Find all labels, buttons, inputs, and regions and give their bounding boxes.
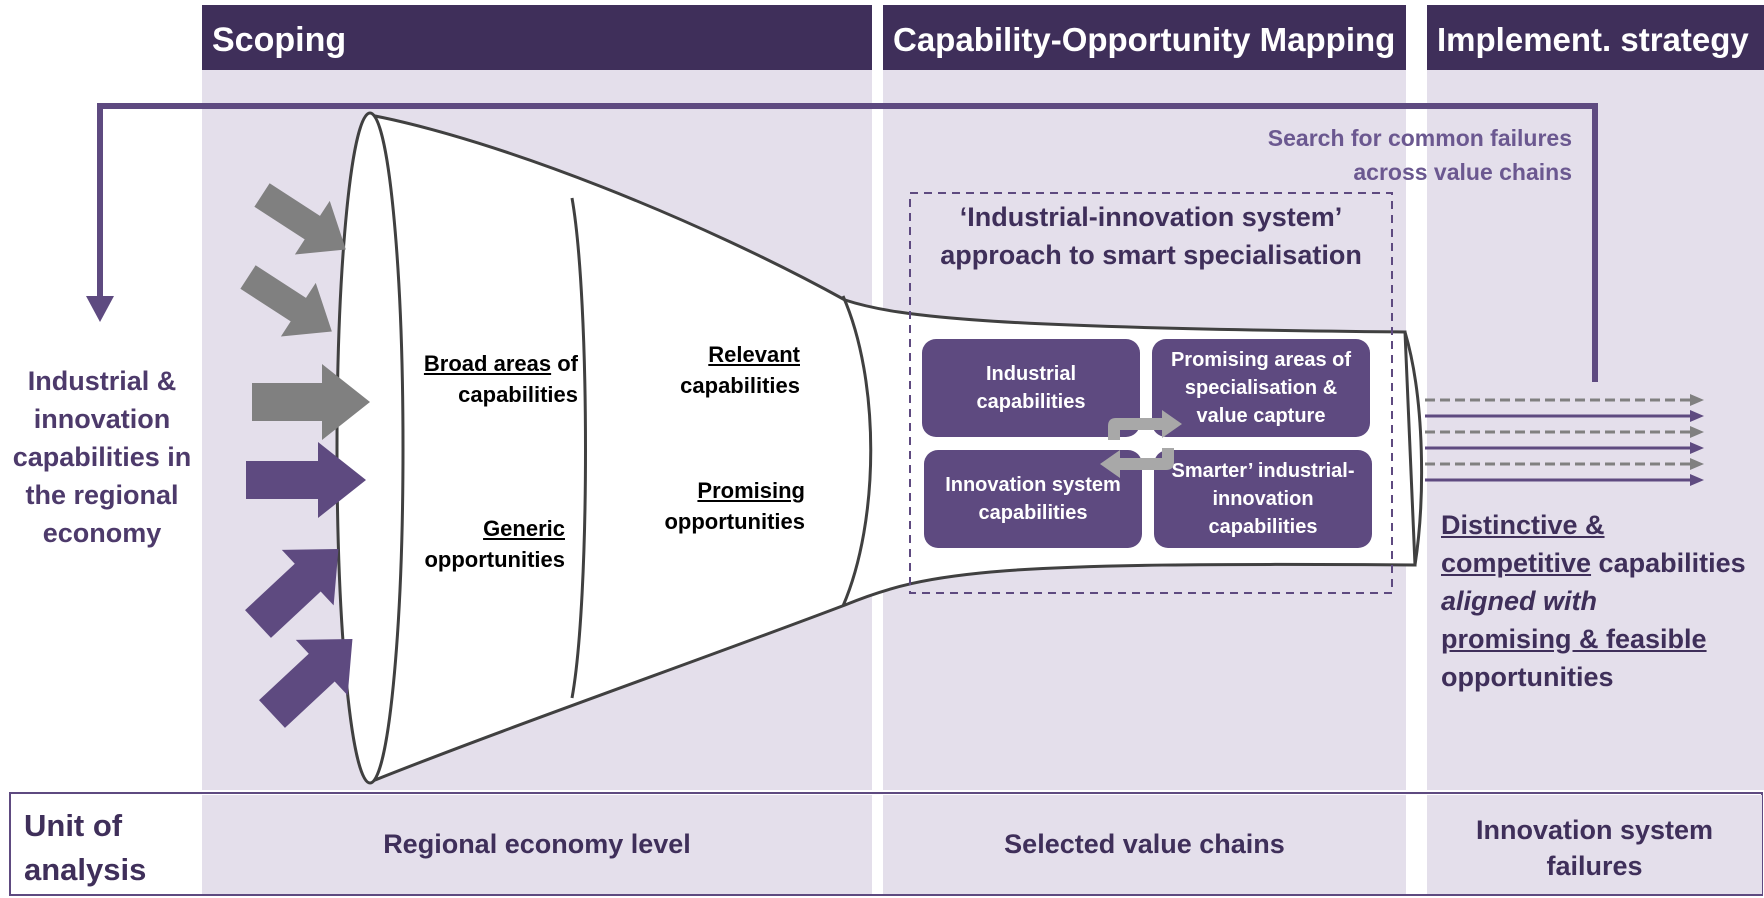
gray-arrow-2 [240, 265, 332, 337]
promising-opportunities-text: opportunities [664, 509, 805, 534]
purple-arrow-2 [245, 548, 339, 638]
incoming-arrows [240, 183, 370, 728]
broad-areas-text: Broad areas [423, 351, 552, 376]
purple-arrow-3 [259, 638, 353, 728]
relevant-capabilities-text: capabilities [680, 373, 800, 398]
system-dashed-box [909, 192, 1393, 594]
generic-opportunities-label: Generic opportunities [400, 513, 565, 575]
result-text: Distinctive & competitive capabilities a… [1441, 506, 1761, 696]
bottom-band-implement [1427, 795, 1762, 894]
aligned-text: aligned with [1441, 586, 1598, 616]
promising-text: Promising [697, 478, 805, 503]
left-label: Industrial & innovation capabilities in … [12, 366, 192, 548]
funnel-ring-2 [841, 295, 873, 607]
broad-capabilities-text: capabilities [458, 382, 578, 407]
relevant-capabilities-label: Relevant capabilities [650, 339, 800, 401]
purple-arrow-1 [246, 442, 366, 518]
output-arrows [1425, 394, 1704, 486]
funnel-ring-1 [570, 197, 587, 699]
generic-opportunities-text: opportunities [424, 547, 565, 572]
feedback-line-2: across value chains [1353, 159, 1572, 185]
result-opportunities-text: opportunities [1441, 662, 1614, 692]
broad-areas-label: Broad areas of capabilities [400, 348, 578, 410]
cycle-arrows-icon [1100, 410, 1182, 478]
system-title: ‘Industrial-innovation system’ approach … [912, 198, 1390, 274]
header-implement-strategy: Implement. strategy [1427, 5, 1764, 70]
header-scoping: Scoping [202, 5, 872, 70]
distinctive-text: Distinctive & [1441, 510, 1605, 540]
system-title-line-1: ‘Industrial-innovation system’ [959, 202, 1343, 232]
funnel-mouth [335, 111, 405, 785]
competitive-text: competitive [1441, 548, 1592, 578]
box-industrial-capabilities: Industrial capabilities [922, 339, 1140, 437]
unit-of-analysis-label: Unit of analysis [24, 808, 147, 887]
relevant-text: Relevant [708, 342, 800, 367]
bottom-band-scoping [202, 795, 872, 894]
innovation-system-failures: Innovation system failures [1475, 815, 1714, 881]
feedback-line-1: Search for common failures [1267, 125, 1572, 151]
selected-value-chains: Selected value chains [1004, 829, 1285, 859]
box-promising-areas: Promising areas of specialisation & valu… [1152, 339, 1370, 437]
generic-text: Generic [483, 516, 565, 541]
box-smarter-capabilities: Smarter’ industrial-innovation capabilit… [1154, 450, 1372, 548]
gray-arrow-1 [254, 183, 346, 255]
regional-economy-level: Regional economy level [383, 829, 691, 859]
of-text: of [551, 351, 578, 376]
feedback-loop-line [97, 103, 1598, 382]
bottom-band-mapping [883, 795, 1406, 894]
feedback-arrow-head [86, 296, 114, 322]
feedback-label: Search for common failures across value … [1180, 121, 1572, 189]
result-capabilities-text: capabilities [1591, 548, 1746, 578]
header-capability-opportunity-mapping: Capability-Opportunity Mapping [883, 5, 1406, 70]
gray-arrow-3 [252, 364, 370, 440]
funnel-body [368, 113, 1417, 785]
funnel-end [1403, 331, 1424, 566]
promising-opportunities-label: Promising opportunities [640, 475, 805, 537]
promising-feasible-text: promising & feasible [1441, 624, 1707, 654]
system-title-line-2: approach to smart specialisation [940, 240, 1362, 270]
